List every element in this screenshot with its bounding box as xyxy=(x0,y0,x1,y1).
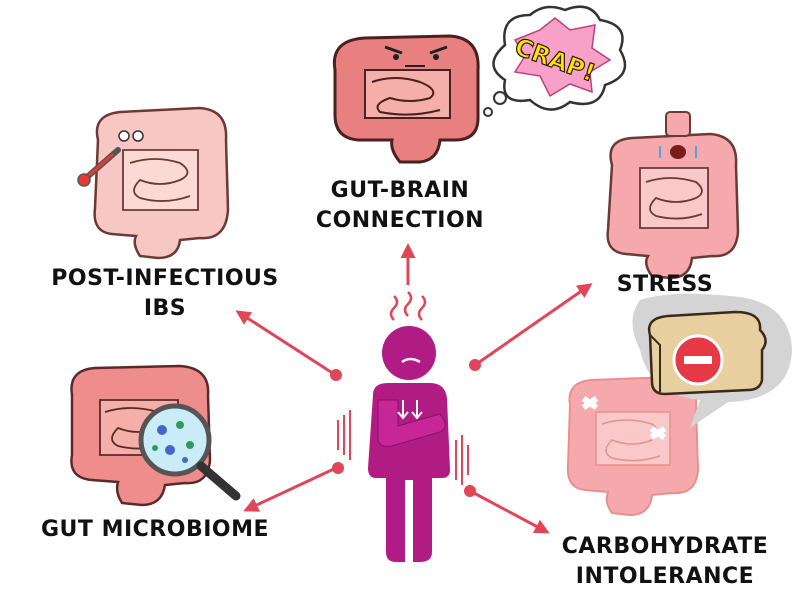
label-carbohydrate-intolerance: CARBOHYDRATE INTOLERANCE xyxy=(540,532,790,592)
thermometer-icon xyxy=(77,147,121,187)
arrow-origin-dot xyxy=(464,485,476,497)
label-line: GUT-BRAIN xyxy=(330,178,470,203)
label-gut-brain-connection: GUT-BRAIN CONNECTION xyxy=(300,176,500,236)
label-line: IBS xyxy=(143,296,187,321)
label-line: POST-INFECTIOUS xyxy=(51,266,279,291)
magnifying-glass-icon xyxy=(138,403,241,501)
arrow-origin-dot xyxy=(469,359,481,371)
gut-brain-intestine-illustration xyxy=(332,34,480,164)
arrow-to-gut-microbiome xyxy=(243,466,337,512)
no-entry-icon xyxy=(672,334,724,386)
carbohydrate-intestine-illustration xyxy=(566,375,700,517)
shake-lines-icon xyxy=(337,410,469,485)
steam-lines-icon xyxy=(389,291,427,321)
connector-arrows xyxy=(235,243,593,534)
gut-microbiome-intestine-illustration xyxy=(70,364,241,507)
stress-intestine-illustration xyxy=(606,111,740,280)
label-stress: STRESS xyxy=(616,272,714,297)
label-gut-microbiome: GUT MICROBIOME xyxy=(40,517,270,542)
label-post-infectious-ibs: POST-INFECTIOUS IBS xyxy=(30,264,300,324)
label-line: INTOLERANCE xyxy=(575,564,755,589)
label-line: CONNECTION xyxy=(315,208,485,233)
arrow-to-stress xyxy=(477,283,593,365)
arrow-origin-dot xyxy=(330,369,342,381)
arrow-to-post-infectious xyxy=(235,310,335,376)
person-with-stomach-ache-icon xyxy=(337,291,469,562)
label-line: CARBOHYDRATE xyxy=(561,534,769,559)
thought-bubble: CRAP! xyxy=(483,5,627,117)
arrow-to-carbohydrate xyxy=(471,490,550,534)
speech-bubble xyxy=(632,293,792,428)
arrow-origin-dot xyxy=(332,462,344,474)
post-infectious-intestine-illustration xyxy=(77,106,230,260)
